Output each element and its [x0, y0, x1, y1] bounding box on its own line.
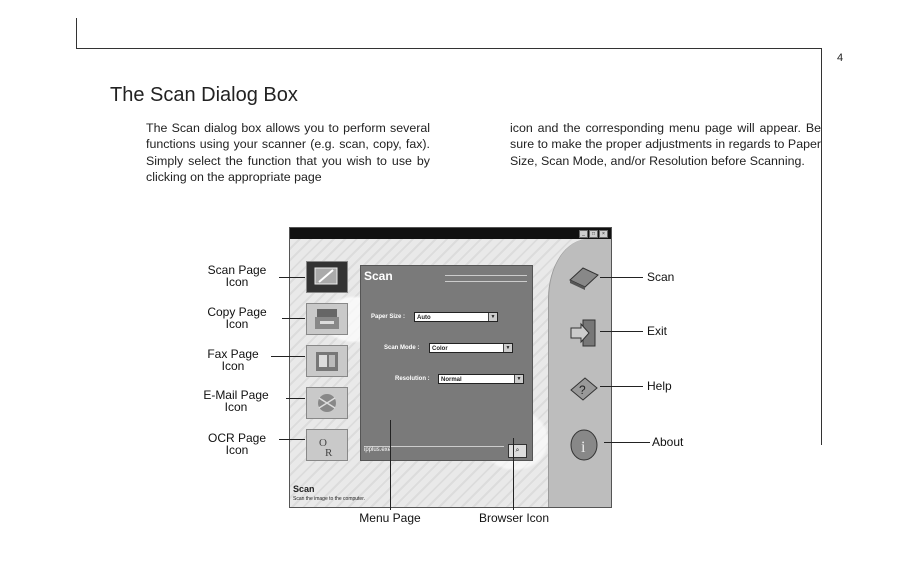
leader-line [604, 442, 650, 443]
chevron-down-icon[interactable]: ▼ [514, 375, 523, 383]
fax-page-icon[interactable] [306, 345, 348, 377]
leader-line [286, 398, 305, 399]
chevron-down-icon[interactable]: ▼ [488, 313, 497, 321]
leader-line [279, 277, 305, 278]
callout-scan: Scan [647, 270, 675, 284]
section-title: The Scan Dialog Box [110, 84, 298, 106]
menu-title: Scan [364, 269, 393, 283]
leader-line [600, 277, 643, 278]
resolution-value: Normal [441, 377, 462, 383]
help-button[interactable]: ? [567, 372, 601, 406]
exit-icon [570, 319, 596, 347]
page-rule-right [821, 48, 822, 445]
leader-line [271, 356, 305, 357]
svg-text:i: i [581, 439, 586, 456]
page-number: 4 [837, 52, 844, 64]
paper-size-select[interactable]: Auto ▼ [414, 312, 498, 322]
page-rule-left [76, 18, 77, 49]
callout-help: Help [647, 379, 672, 393]
scan-button[interactable] [567, 260, 601, 294]
paragraph-left: The Scan dialog box allows you to perfor… [146, 121, 430, 185]
scan-icon [569, 267, 599, 290]
leader-line [390, 420, 391, 510]
about-button[interactable]: i [567, 428, 601, 462]
browser-button[interactable]: ⌕ [508, 444, 527, 458]
callout-about: About [652, 435, 684, 449]
svg-text:O: O [319, 437, 327, 449]
scan-mode-label: Scan Mode : [384, 345, 420, 351]
leader-line [279, 439, 305, 440]
svg-text:?: ? [579, 383, 586, 397]
exit-button[interactable] [567, 316, 601, 350]
resolution-select[interactable]: Normal ▼ [438, 374, 524, 384]
maximize-button[interactable]: □ [589, 230, 598, 238]
leader-line [282, 318, 305, 319]
menu-title-decoration [445, 275, 527, 282]
paragraph-right: icon and the corresponding menu page wil… [510, 121, 821, 168]
program-path: ipplus.exe [364, 447, 392, 453]
status-text: Scan the image to the computer. [293, 496, 365, 502]
paper-size-label: Paper Size : [371, 314, 406, 320]
minimize-button[interactable]: _ [579, 230, 588, 238]
scan-page-icon[interactable] [306, 261, 348, 293]
close-button[interactable]: × [599, 230, 608, 238]
chevron-down-icon[interactable]: ▼ [503, 344, 512, 352]
page-rule-top [76, 48, 822, 49]
menu-page: Scan Paper Size : Auto ▼ Scan Mode : Col… [360, 265, 533, 461]
scan-mode-select[interactable]: Color ▼ [429, 343, 513, 353]
callout-exit: Exit [647, 324, 668, 338]
email-page-icon[interactable] [306, 387, 348, 419]
callout-browser-icon: Browser Icon [478, 511, 550, 525]
path-underline [364, 446, 504, 447]
callout-menu-page: Menu Page [359, 511, 421, 525]
copy-page-icon[interactable] [306, 303, 348, 335]
paper-size-value: Auto [417, 315, 431, 321]
resolution-label: Resolution : [395, 376, 430, 382]
about-icon: i [570, 429, 598, 461]
status-title: Scan [293, 484, 315, 494]
browse-icon: ⌕ [515, 447, 520, 454]
leader-line [513, 438, 514, 510]
svg-text:R: R [325, 447, 333, 459]
dialog-titlebar: _ □ × [290, 228, 611, 239]
scan-mode-value: Color [432, 346, 448, 352]
leader-line [600, 331, 643, 332]
leader-line [600, 386, 643, 387]
help-icon: ? [570, 377, 598, 401]
